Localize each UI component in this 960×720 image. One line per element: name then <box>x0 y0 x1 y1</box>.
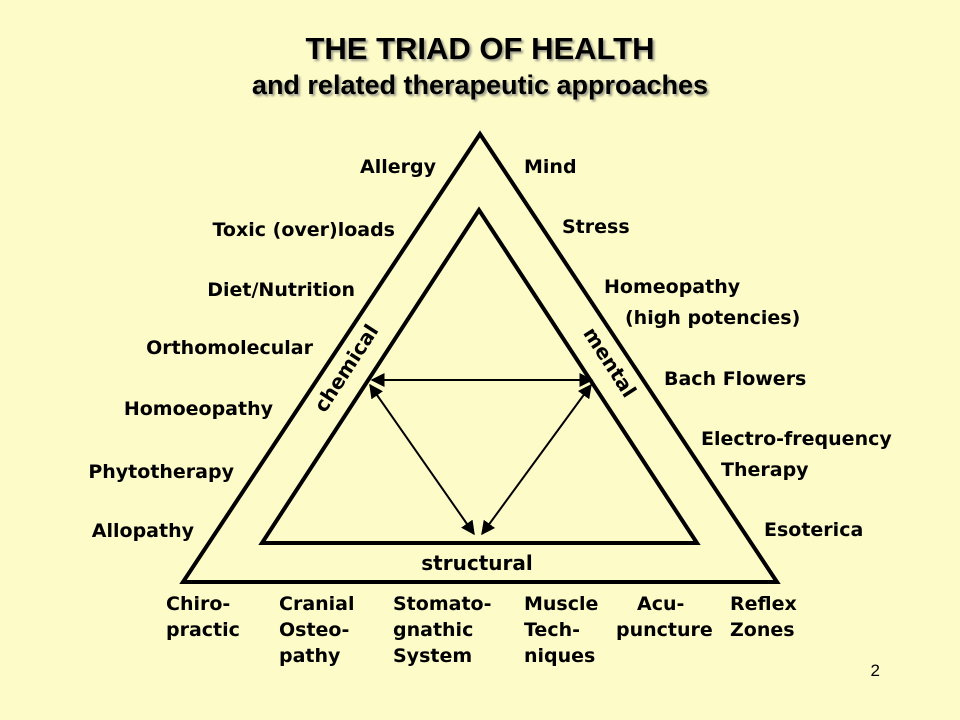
bottom-label-line: Cranial <box>279 593 355 615</box>
arrow-mental-structural <box>481 383 592 536</box>
title-block: THE TRIAD OF HEALTH and related therapeu… <box>0 30 960 102</box>
bottom-label-group: Muscle Tech- niques <box>524 593 598 667</box>
left-label: Phytotherapy <box>88 461 234 483</box>
bottom-label-group: Chiro- practic <box>166 593 240 641</box>
bottom-label-group: Reflex Zones <box>730 593 797 641</box>
bottom-label-line: pathy <box>279 645 341 667</box>
bottom-label-line: Tech- <box>524 619 580 641</box>
right-label: Electro-frequency <box>701 428 892 450</box>
bottom-label-line: puncture <box>616 619 713 641</box>
left-label: Allopathy <box>92 520 195 542</box>
bottom-label-line: Muscle <box>524 593 598 615</box>
bottom-label-line: gnathic <box>393 619 473 641</box>
right-label: (high potencies) <box>625 307 800 329</box>
side-label-structural: structural <box>421 551 532 575</box>
bottom-label-line: Acu- <box>637 593 684 615</box>
right-label: Stress <box>562 216 630 238</box>
page-number: 2 <box>870 661 880 680</box>
bottom-label-line: Zones <box>730 619 795 641</box>
left-label: Homoeopathy <box>124 398 274 420</box>
outer-triangle <box>179 130 781 584</box>
right-label: Mind <box>524 156 577 178</box>
bottom-label-group: Acu- puncture <box>616 593 713 641</box>
bottom-label-group: Cranial Osteo- pathy <box>279 593 355 667</box>
bottom-label-line: practic <box>166 619 240 641</box>
slide-title: THE TRIAD OF HEALTH <box>305 31 655 66</box>
right-label: Homeopathy <box>604 276 741 298</box>
bottom-label-line: Chiro- <box>166 593 230 615</box>
slide-subtitle: and related therapeutic approaches <box>251 70 709 100</box>
left-label: Diet/Nutrition <box>207 279 355 301</box>
bottom-label-line: Osteo- <box>279 619 349 641</box>
bottom-label-line: Stomato- <box>393 593 491 615</box>
bottom-label-line: Reflex <box>730 593 797 615</box>
bottom-label-line: System <box>393 645 472 667</box>
left-label: Allergy <box>360 156 437 178</box>
right-label: Therapy <box>721 459 809 481</box>
right-label: Esoterica <box>764 519 863 541</box>
bottom-label-group: Stomato- gnathic System <box>393 593 491 667</box>
right-label: Bach Flowers <box>664 368 806 390</box>
left-label: Toxic (over)loads <box>213 219 396 241</box>
left-label: Orthomolecular <box>146 337 314 359</box>
bottom-label-line: niques <box>524 645 595 667</box>
arrow-chemical-structural <box>369 383 475 536</box>
